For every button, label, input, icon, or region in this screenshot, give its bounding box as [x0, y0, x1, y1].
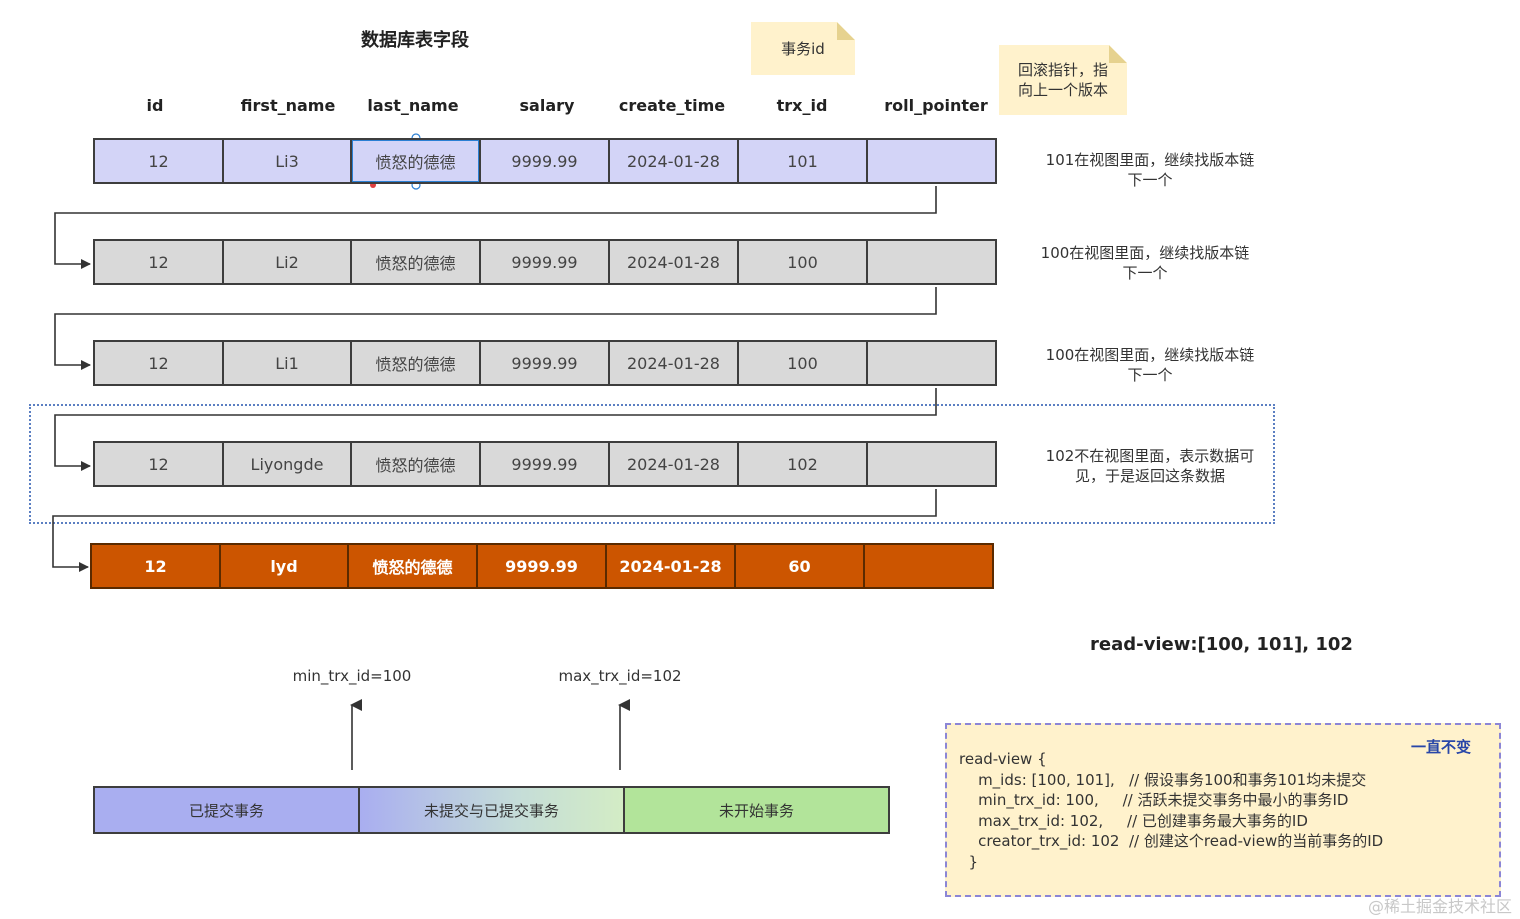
cell-id: 12 [90, 543, 221, 589]
chain-arrow-3 [54, 388, 937, 471]
bar-committed: 已提交事务 [93, 786, 360, 834]
read-view-code-box: 一直不变 read-view { m_ids: [100, 101], // 假… [945, 723, 1501, 897]
column-header-salary: salary [519, 96, 575, 115]
cell-create-time: 2024-01-28 [605, 543, 736, 589]
side-note-1: 101在视图里面，继续找版本链 下一个 [1030, 150, 1270, 190]
diagram-title: 数据库表字段 [361, 30, 469, 51]
cell-create-time: 2024-01-28 [608, 138, 739, 184]
cell-id: 12 [93, 340, 224, 386]
cell-salary: 9999.99 [479, 138, 610, 184]
cell-first-name: Li2 [222, 239, 352, 285]
code-line: } [959, 852, 979, 871]
code-line: min_trx_id: 100, // 活跃未提交事务中最小的事务ID [959, 791, 1349, 809]
roll-pointer-note-line1: 回滚指针，指 [1017, 61, 1108, 79]
column-header-roll-pointer: roll_pointer [884, 96, 988, 115]
cell-last-name: 愤怒的德德 [350, 340, 481, 386]
column-header-first-name: first_name [240, 96, 336, 115]
side-note-4-line2: 见，于是返回这条数据 [1074, 467, 1225, 485]
column-header-trx-id: trx_id [776, 96, 828, 115]
cell-first-name: lyd [219, 543, 349, 589]
code-line: m_ids: [100, 101], // 假设事务100和事务101均未提交 [959, 770, 1367, 789]
bar-committed-label: 已提交事务 [188, 801, 264, 820]
max-trx-id-label: max_trx_id=102 [558, 667, 682, 685]
cell-id: 12 [93, 239, 224, 285]
side-note-1-line2: 下一个 [1127, 171, 1173, 189]
side-note-2-line2: 下一个 [1122, 264, 1168, 282]
trx-id-note: 事务id [751, 22, 855, 75]
side-note-3-line1: 100在视图里面，继续找版本链 [1045, 346, 1255, 364]
side-note-1-line1: 101在视图里面，继续找版本链 [1045, 151, 1255, 169]
cell-roll-pointer [866, 239, 997, 285]
cell-last-name: 愤怒的德德 [347, 543, 478, 589]
cell-last-name[interactable]: 愤怒的德德 [350, 138, 481, 184]
column-header-id: id [146, 96, 164, 115]
cell-trx-id: 60 [734, 543, 865, 589]
side-note-4: 102不在视图里面，表示数据可 见，于是返回这条数据 [1030, 446, 1270, 486]
code-line: max_trx_id: 102, // 已创建事务最大事务的ID [959, 811, 1308, 830]
cell-roll-pointer [866, 340, 997, 386]
cell-trx-id: 100 [737, 239, 868, 285]
chain-arrow-4 [52, 489, 937, 572]
cell-roll-pointer [866, 138, 997, 184]
roll-pointer-note-line2: 向上一个版本 [1017, 81, 1108, 99]
cell-salary: 9999.99 [479, 239, 610, 285]
side-note-4-line1: 102不在视图里面，表示数据可 [1045, 447, 1255, 465]
trx-id-note-text: 事务id [781, 40, 825, 58]
bar-mixed-label: 未提交与已提交事务 [423, 801, 559, 820]
watermark: @稀土掘金技术社区 [1367, 897, 1512, 916]
cell-first-name: Li3 [222, 138, 352, 184]
min-trx-id-label: min_trx_id=100 [292, 667, 412, 685]
table-row-version-100-a: 12 Li2 愤怒的德德 9999.99 2024-01-28 100 [93, 239, 1001, 285]
cell-trx-id: 100 [737, 340, 868, 386]
cell-trx-id: 102 [737, 441, 868, 487]
code-line: creator_trx_id: 102 // 创建这个read-view的当前事… [959, 832, 1384, 850]
cell-salary: 9999.99 [479, 441, 610, 487]
cell-roll-pointer [863, 543, 994, 589]
bar-mixed: 未提交与已提交事务 [358, 786, 625, 834]
side-note-3-line2: 下一个 [1127, 366, 1173, 384]
cell-last-name: 愤怒的德德 [350, 441, 481, 487]
table-row-version-60: 12 lyd 愤怒的德德 9999.99 2024-01-28 60 [90, 543, 998, 589]
cell-first-name: Liyongde [222, 441, 352, 487]
table-row-version-100-b: 12 Li1 愤怒的德德 9999.99 2024-01-28 100 [93, 340, 1001, 386]
cell-salary: 9999.99 [476, 543, 607, 589]
side-note-2-line1: 100在视图里面，继续找版本链 [1040, 244, 1250, 262]
chain-arrow-1 [54, 186, 937, 269]
cell-create-time: 2024-01-28 [608, 441, 739, 487]
cell-create-time: 2024-01-28 [608, 239, 739, 285]
column-header-last-name: last_name [367, 96, 459, 115]
cell-id: 12 [93, 441, 224, 487]
cell-roll-pointer [866, 441, 997, 487]
cell-create-time: 2024-01-28 [608, 340, 739, 386]
table-row-version-102: 12 Liyongde 愤怒的德德 9999.99 2024-01-28 102 [93, 441, 1001, 487]
visible-version-highlight [29, 404, 1275, 524]
cell-salary: 9999.99 [479, 340, 610, 386]
table-row-version-101: 12 Li3 愤怒的德德 9999.99 2024-01-28 101 [93, 138, 1001, 184]
side-note-2: 100在视图里面，继续找版本链 下一个 [1025, 243, 1265, 283]
column-header-create-time: create_time [618, 96, 726, 115]
roll-pointer-note: 回滚指针，指 向上一个版本 [999, 45, 1127, 115]
unchanged-label: 一直不变 [1410, 738, 1471, 756]
bar-not-started: 未开始事务 [623, 786, 890, 834]
chain-arrow-2 [54, 287, 937, 370]
side-note-3: 100在视图里面，继续找版本链 下一个 [1030, 345, 1270, 385]
cell-trx-id: 101 [737, 138, 868, 184]
cell-last-name: 愤怒的德德 [350, 239, 481, 285]
read-view-title: read-view:[100, 101], 102 [1090, 634, 1353, 655]
code-line: read-view { [959, 750, 1047, 768]
cell-first-name: Li1 [222, 340, 352, 386]
cell-id: 12 [93, 138, 224, 184]
bar-not-started-label: 未开始事务 [718, 801, 794, 820]
